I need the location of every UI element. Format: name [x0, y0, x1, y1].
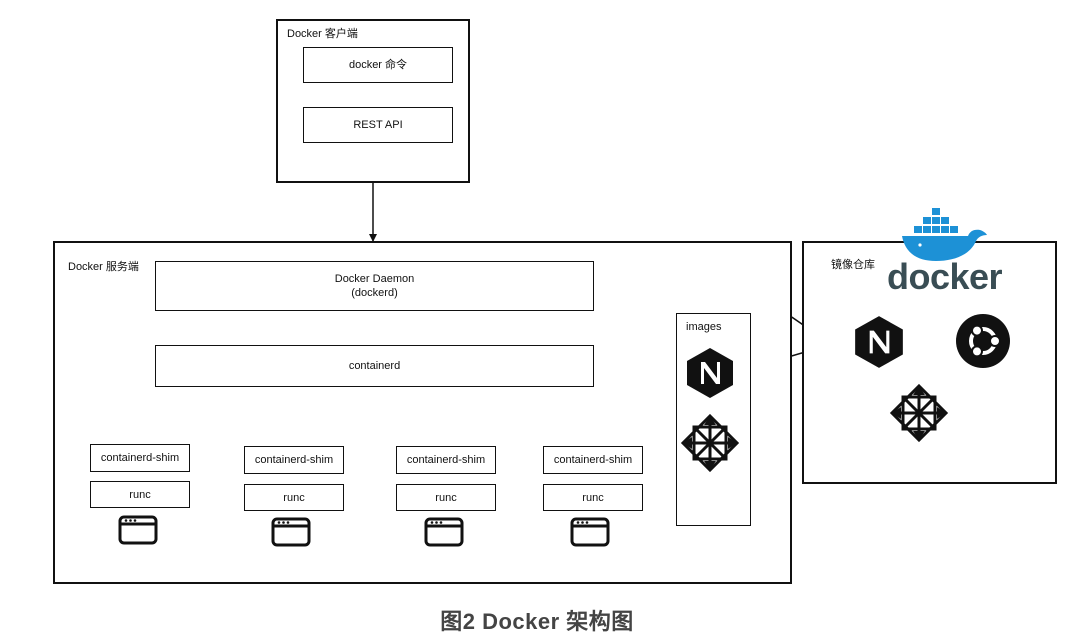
- runc-box: runc: [244, 484, 344, 511]
- centos-icon: [889, 383, 949, 443]
- daemon-label: Docker Daemon: [334, 273, 415, 285]
- registry-box: 镜像仓库: [802, 241, 1057, 484]
- server-title: Docker 服务端: [68, 261, 139, 273]
- runc-box: runc: [543, 484, 643, 511]
- figure-caption: 图2 Docker 架构图: [440, 609, 634, 634]
- docker-wordmark: docker: [887, 256, 1003, 297]
- container-window-icon: [118, 515, 158, 545]
- docker-daemon-box: Docker Daemon (dockerd): [155, 261, 594, 311]
- runc-box: runc: [90, 481, 190, 508]
- ubuntu-icon: [956, 314, 1010, 368]
- container-window-icon: [271, 517, 311, 547]
- nginx-icon: [855, 316, 903, 368]
- registry-title: 镜像仓库: [831, 259, 875, 271]
- daemon-sublabel: (dockerd): [351, 287, 398, 299]
- container-window-icon: [424, 517, 464, 547]
- containerd-shim-box: containerd-shim: [90, 444, 190, 472]
- client-title: Docker 客户端: [287, 28, 358, 40]
- nginx-icon: [687, 348, 733, 398]
- rest-api-box: REST API: [303, 107, 453, 143]
- client-box: Docker 客户端 docker 命令 REST API: [276, 19, 470, 183]
- containerd-shim-box: containerd-shim: [244, 446, 344, 474]
- docker-whale-logo: [902, 208, 987, 261]
- containerd-shim-box: containerd-shim: [396, 446, 496, 474]
- runc-box: runc: [396, 484, 496, 511]
- container-window-icon: [570, 517, 610, 547]
- containerd-shim-box: containerd-shim: [543, 446, 643, 474]
- centos-icon: [680, 413, 740, 473]
- containerd-box: containerd: [155, 345, 594, 387]
- docker-command-box: docker 命令: [303, 47, 453, 83]
- images-title: images: [686, 321, 722, 333]
